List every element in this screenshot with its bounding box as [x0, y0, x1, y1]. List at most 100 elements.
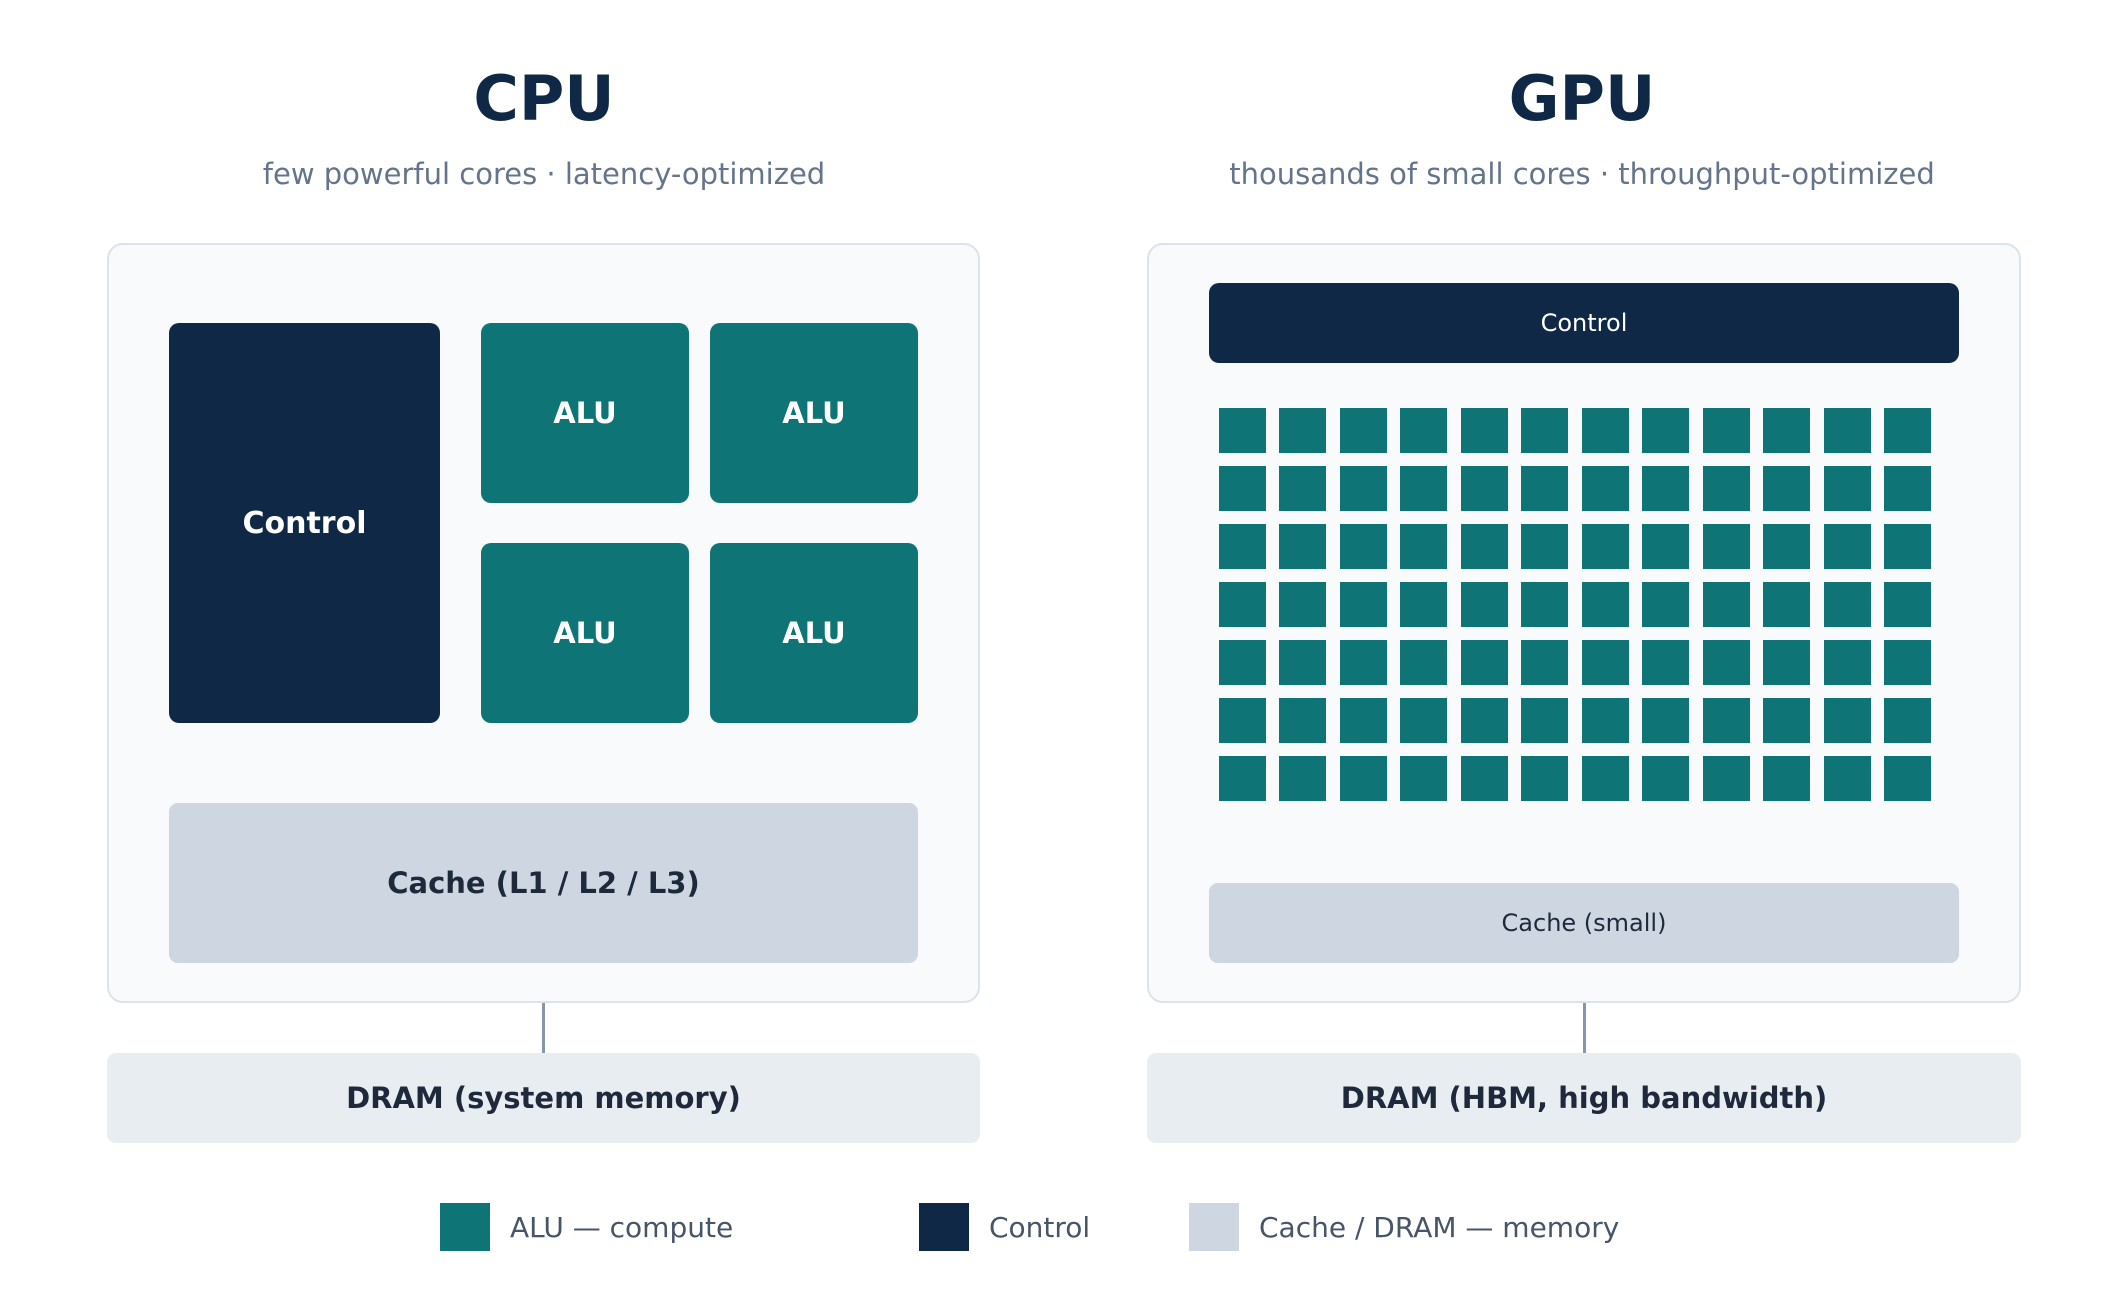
cpu-alu: ALU — [481, 323, 689, 503]
gpu-core — [1582, 698, 1629, 743]
gpu-core — [1219, 408, 1266, 453]
gpu-core — [1763, 756, 1810, 801]
gpu-core — [1521, 524, 1568, 569]
gpu-core — [1219, 466, 1266, 511]
gpu-core — [1824, 466, 1871, 511]
gpu-core — [1763, 698, 1810, 743]
gpu-core — [1763, 524, 1810, 569]
gpu-core — [1521, 408, 1568, 453]
gpu-core — [1824, 524, 1871, 569]
gpu-core — [1461, 408, 1508, 453]
gpu-core — [1642, 466, 1689, 511]
gpu-memory-connector — [1583, 1003, 1586, 1053]
gpu-core — [1884, 698, 1931, 743]
gpu-core — [1763, 466, 1810, 511]
gpu-core — [1582, 408, 1629, 453]
gpu-core — [1279, 524, 1326, 569]
gpu-core — [1703, 640, 1750, 685]
gpu-core — [1642, 698, 1689, 743]
gpu-core — [1279, 698, 1326, 743]
cpu-title: CPU — [473, 61, 615, 135]
gpu-core — [1824, 582, 1871, 627]
gpu-core — [1340, 582, 1387, 627]
gpu-core — [1279, 640, 1326, 685]
cpu-memory-connector — [542, 1003, 545, 1053]
gpu-core — [1279, 582, 1326, 627]
gpu-core — [1582, 582, 1629, 627]
legend-label-memory: Cache / DRAM — memory — [1259, 1210, 1620, 1244]
gpu-core — [1461, 582, 1508, 627]
gpu-core — [1582, 524, 1629, 569]
gpu-core — [1400, 408, 1447, 453]
gpu-core — [1340, 640, 1387, 685]
gpu-core — [1703, 524, 1750, 569]
gpu-dram: DRAM (HBM, high bandwidth) — [1147, 1053, 2021, 1143]
cpu-dram: DRAM (system memory) — [107, 1053, 980, 1143]
cpu-alu: ALU — [481, 543, 689, 723]
gpu-core — [1642, 524, 1689, 569]
cpu-alu: ALU — [710, 323, 918, 503]
gpu-core — [1884, 524, 1931, 569]
legend-swatch-control — [919, 1203, 969, 1251]
gpu-core — [1521, 466, 1568, 511]
gpu-title: GPU — [1508, 61, 1656, 135]
gpu-core — [1400, 466, 1447, 511]
gpu-core — [1824, 408, 1871, 453]
legend-swatch-alu — [440, 1203, 490, 1251]
gpu-core — [1884, 756, 1931, 801]
gpu-core — [1461, 698, 1508, 743]
legend-label-alu: ALU — compute — [510, 1210, 734, 1244]
gpu-subtitle: thousands of small cores · throughput-op… — [1229, 157, 1935, 191]
gpu-control-unit: Control — [1209, 283, 1959, 363]
gpu-core — [1279, 756, 1326, 801]
gpu-core — [1763, 582, 1810, 627]
gpu-core — [1884, 640, 1931, 685]
gpu-core — [1219, 698, 1266, 743]
gpu-core — [1642, 640, 1689, 685]
gpu-core — [1521, 698, 1568, 743]
legend-swatch-memory — [1189, 1203, 1239, 1251]
gpu-core — [1521, 640, 1568, 685]
legend-label-control: Control — [989, 1210, 1091, 1244]
gpu-core — [1703, 408, 1750, 453]
gpu-core — [1400, 756, 1447, 801]
gpu-core — [1340, 466, 1387, 511]
gpu-core — [1763, 640, 1810, 685]
gpu-core — [1400, 524, 1447, 569]
gpu-core — [1219, 756, 1266, 801]
gpu-core — [1582, 756, 1629, 801]
gpu-core — [1582, 466, 1629, 511]
gpu-core — [1824, 640, 1871, 685]
gpu-cache: Cache (small) — [1209, 883, 1959, 963]
gpu-core — [1219, 640, 1266, 685]
cpu-control-unit: Control — [169, 323, 440, 723]
gpu-core — [1340, 756, 1387, 801]
gpu-core — [1824, 698, 1871, 743]
gpu-core — [1582, 640, 1629, 685]
gpu-core — [1703, 582, 1750, 627]
gpu-core — [1884, 582, 1931, 627]
gpu-core — [1400, 698, 1447, 743]
gpu-core — [1521, 582, 1568, 627]
gpu-core — [1461, 756, 1508, 801]
gpu-core — [1461, 640, 1508, 685]
gpu-core — [1642, 582, 1689, 627]
gpu-core — [1340, 524, 1387, 569]
cpu-alu: ALU — [710, 543, 918, 723]
gpu-core — [1642, 408, 1689, 453]
gpu-core — [1340, 408, 1387, 453]
gpu-core — [1461, 524, 1508, 569]
cpu-subtitle: few powerful cores · latency-optimized — [262, 157, 826, 191]
gpu-core — [1884, 466, 1931, 511]
gpu-core — [1219, 524, 1266, 569]
gpu-core — [1884, 408, 1931, 453]
gpu-core — [1521, 756, 1568, 801]
gpu-core — [1340, 698, 1387, 743]
gpu-core — [1219, 582, 1266, 627]
gpu-core — [1400, 640, 1447, 685]
gpu-core — [1279, 408, 1326, 453]
gpu-core — [1461, 466, 1508, 511]
gpu-core — [1763, 408, 1810, 453]
gpu-core — [1703, 756, 1750, 801]
gpu-core — [1703, 698, 1750, 743]
